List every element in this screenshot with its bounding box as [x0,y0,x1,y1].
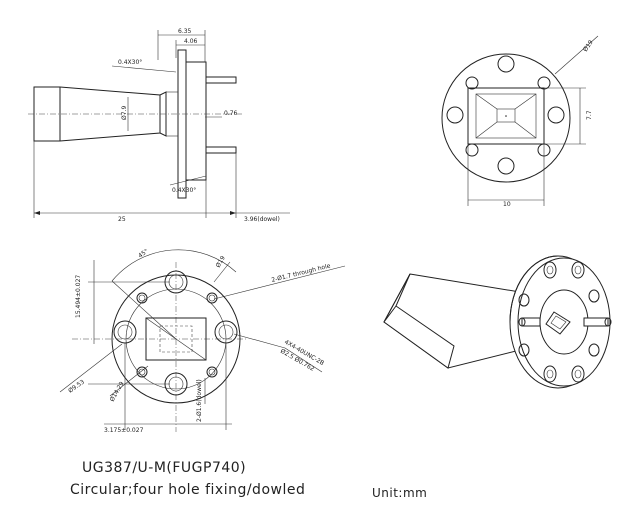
caption: UG387/U-M(FUGP740) Circular;four hole fi… [70,460,427,500]
dim-front-height: 7.7 [586,110,593,120]
dim-front-outer-dia: Ø19 [582,39,595,53]
dim-chamfer-top: 0.4X30° [118,59,142,66]
caption-unit: Unit:mm [372,486,427,500]
dim-top-width: 6.35 [178,28,192,35]
dim-vertical-tol: 15.494±0.027 [75,275,82,318]
dim-body-dia: Ø7.9 [121,106,128,120]
bottom-view: 45° Ø19 2-Ø1.7 through hole 4X4-40UNC-2B… [59,248,346,434]
dim-dowel: 3.96(dowel) [244,216,280,223]
dim-length: 25 [118,216,126,223]
dim-step: 0.76 [224,110,238,117]
dim-front-width: 10 [503,201,511,208]
side-view: 6.35 4.06 0.4X30° Ø7.9 0.76 0.4X30° 25 3… [28,28,290,223]
isometric-view [383,255,612,389]
dim-angle: 45° [137,248,150,260]
dim-dowel-dia: 2-Ø1.6(dowel) [196,379,203,422]
dim-bottom-flange-dia: Ø19 [215,255,227,269]
dim-inner-width: 4.06 [184,38,198,45]
front-view: Ø19 7.7 10 [441,35,599,208]
caption-description: Circular;four hole fixing/dowled [70,482,305,498]
dim-through-hole: 2-Ø1.7 through hole [271,262,332,283]
caption-model: UG387/U-M(FUGP740) [82,460,246,476]
dim-horizontal-tol: 3.175±0.027 [104,427,144,434]
dim-chamfer-bottom: 0.4X30° [172,187,196,194]
dim-bolt-circle: Ø9.53 [67,378,86,394]
